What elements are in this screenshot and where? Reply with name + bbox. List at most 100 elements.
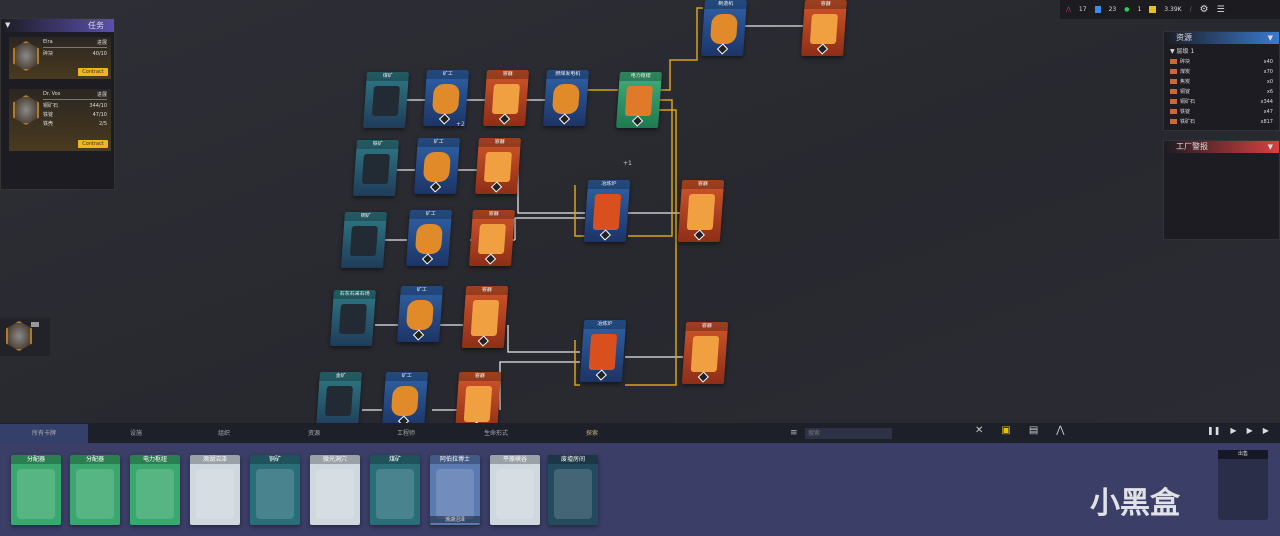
- node-art: [709, 14, 738, 44]
- settings-icon[interactable]: ⚙: [1199, 4, 1209, 15]
- node-card-ore[interactable]: 铜矿: [341, 212, 387, 268]
- level-badge: [484, 253, 497, 265]
- play-button[interactable]: ▶: [1230, 426, 1237, 435]
- report-icon[interactable]: ▤: [1028, 425, 1039, 436]
- resource-count: x817: [1260, 119, 1273, 125]
- hand-card[interactable]: 濒湖沼泽: [190, 455, 240, 525]
- sell-zone[interactable]: 出售: [1218, 450, 1268, 520]
- node-art: [349, 226, 378, 256]
- node-art: [431, 84, 460, 114]
- node-card-ore[interactable]: 煤矿: [363, 72, 409, 128]
- contract-button[interactable]: Contract: [78, 140, 108, 148]
- node-card-cont[interactable]: 容器: [681, 322, 729, 384]
- node-art: [690, 336, 720, 372]
- level-badge: [490, 181, 503, 193]
- pause-button[interactable]: ❚❚: [1207, 426, 1221, 435]
- chat-bubble-icon: [31, 322, 39, 327]
- node-card-cont[interactable]: 容器: [461, 286, 509, 348]
- divider: /: [1189, 6, 1192, 13]
- fast-forward-button[interactable]: ▶: [1246, 426, 1253, 435]
- resource-icon: [1170, 99, 1177, 104]
- node-card-miner[interactable]: 制造机: [701, 0, 747, 56]
- node-card-ore[interactable]: 金矿: [316, 372, 362, 428]
- node-art: [588, 334, 618, 370]
- node-label: 容器: [458, 372, 502, 381]
- node-card-smelt[interactable]: 冶炼炉: [583, 180, 631, 242]
- filter-icon[interactable]: ≡: [790, 428, 798, 438]
- node-card-gen[interactable]: 燃煤发电机: [543, 70, 589, 126]
- node-card-cont[interactable]: 容器: [801, 0, 847, 56]
- hand-card[interactable]: 铜矿: [250, 455, 300, 525]
- hand-card[interactable]: 废墟房间: [548, 455, 598, 525]
- card-art: [316, 469, 354, 519]
- hand-card[interactable]: 平原峡谷: [490, 455, 540, 525]
- hand-card[interactable]: 阿伯拉博士濒湖沼泽: [430, 455, 480, 525]
- tasks-header[interactable]: ▼ 任务: [1, 19, 114, 32]
- node-label: 电力枢纽: [619, 72, 662, 81]
- tab-2[interactable]: 组织: [217, 430, 230, 437]
- node-card-miner[interactable]: 矿工: [382, 372, 428, 428]
- resource-name: 铜矿石: [1180, 99, 1196, 105]
- resource-group[interactable]: ▼ 层级 1: [1170, 48, 1195, 55]
- search-input[interactable]: [805, 428, 892, 439]
- build-tools-icon[interactable]: ✕: [975, 425, 984, 436]
- node-card-miner[interactable]: 矿工: [397, 286, 443, 342]
- tab-1[interactable]: 设施: [129, 430, 142, 437]
- contract-button[interactable]: Contract: [78, 68, 108, 76]
- node-card-miner[interactable]: 矿工: [414, 138, 460, 194]
- tab-5[interactable]: 生命形式: [483, 430, 508, 437]
- money-amount: 3.39K: [1164, 6, 1182, 13]
- tab-4[interactable]: 工程师: [396, 430, 415, 437]
- node-label: 铁矿: [356, 140, 399, 149]
- collapse-icon[interactable]: ▼: [1267, 143, 1273, 151]
- card-deck-icon[interactable]: ▣: [1001, 425, 1011, 436]
- level-badge: [599, 229, 611, 241]
- collapse-icon[interactable]: ▼: [1267, 34, 1273, 42]
- node-card-ore[interactable]: 铁矿: [353, 140, 399, 196]
- tab-6[interactable]: 探索: [585, 430, 598, 437]
- card-art: [376, 469, 414, 519]
- node-card-miner[interactable]: 矿工: [423, 70, 469, 126]
- node-label: 冶炼炉: [583, 320, 627, 329]
- hand-card[interactable]: 微光洞穴: [310, 455, 360, 525]
- node-card-cont[interactable]: 容器: [475, 138, 521, 194]
- resource-name: 铜锭: [1180, 89, 1191, 95]
- resource-name: 铁锭: [1180, 109, 1191, 115]
- menu-icon[interactable]: ☰: [1216, 4, 1225, 15]
- tab-0[interactable]: 所有卡牌: [0, 424, 88, 443]
- resource-icon: [1170, 59, 1177, 64]
- node-card-miner[interactable]: 矿工: [406, 210, 452, 266]
- node-card-hub[interactable]: 电力枢纽: [616, 72, 662, 128]
- hand-card[interactable]: 电力枢纽: [130, 455, 180, 525]
- level-badge: [595, 369, 607, 381]
- fastest-button[interactable]: ▶: [1262, 426, 1269, 435]
- card-art: [554, 469, 592, 519]
- tab-3[interactable]: 资源: [307, 430, 320, 437]
- node-label: 容器: [486, 70, 529, 79]
- advisor-avatar[interactable]: [0, 318, 50, 356]
- node-card-cont[interactable]: 容器: [677, 180, 725, 242]
- resource-row[interactable]: 铁矿石 x817: [1164, 117, 1279, 127]
- card-title: 濒湖沼泽: [190, 455, 240, 464]
- node-card-smelt[interactable]: 冶炼炉: [579, 320, 627, 382]
- node-card-cont[interactable]: 容器: [469, 210, 515, 266]
- node-card-cont[interactable]: 容器: [483, 70, 529, 126]
- collapse-icon[interactable]: ▼: [5, 21, 11, 29]
- hand-card[interactable]: 煤矿: [370, 455, 420, 525]
- hand-card[interactable]: 分配器: [11, 455, 61, 525]
- resource-name: 铁矿石: [1180, 119, 1196, 125]
- hand-card[interactable]: 分配器: [70, 455, 120, 525]
- node-label: 制造机: [704, 0, 747, 9]
- node-label: 煤矿: [366, 72, 409, 81]
- node-art: [414, 224, 443, 254]
- research-tree-icon[interactable]: ⋀: [1056, 425, 1065, 436]
- node-card-ore[interactable]: 石灰石采石场: [330, 290, 376, 346]
